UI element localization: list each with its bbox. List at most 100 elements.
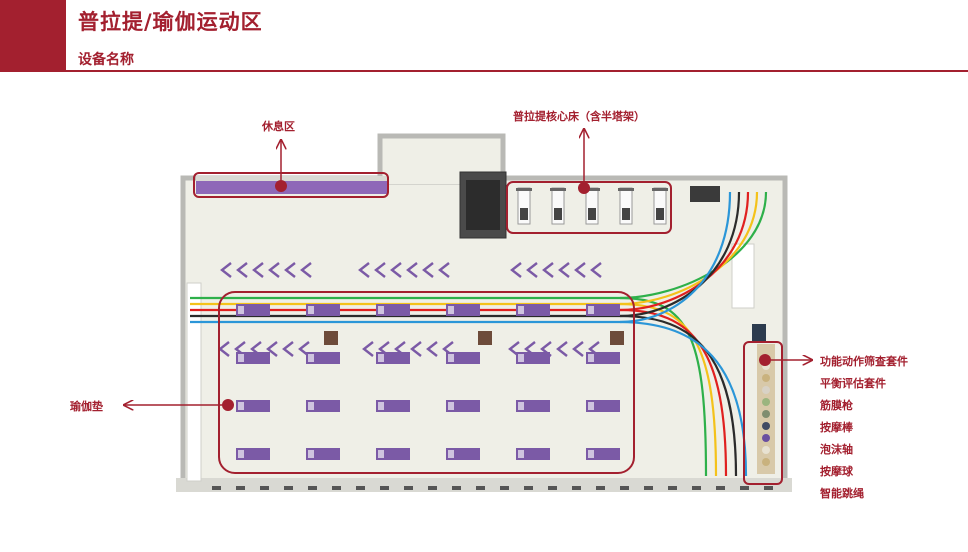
chevron <box>268 262 280 278</box>
yoga-mat <box>306 352 340 364</box>
mat-block <box>238 306 244 314</box>
wall-dash <box>452 486 461 490</box>
wall-dash <box>524 486 533 490</box>
west-bench <box>186 282 202 482</box>
rest-area-marker <box>275 180 287 192</box>
equipment-item: 泡沫轴 <box>820 443 853 456</box>
yoga-mat <box>586 400 620 412</box>
yoga-mat <box>236 448 270 460</box>
reformer-tower <box>584 188 600 191</box>
chevron <box>438 262 450 278</box>
wall-dash <box>668 486 677 490</box>
wall-dash <box>620 486 629 490</box>
wall-dash <box>644 486 653 490</box>
rack-item <box>762 458 770 466</box>
yoga-mat <box>306 448 340 460</box>
rack-item <box>762 422 770 430</box>
equipment-highlight <box>743 341 783 485</box>
reformer-tower <box>618 188 634 191</box>
chevron <box>390 262 402 278</box>
reformer-carriage <box>656 208 664 220</box>
wall-dash <box>572 486 581 490</box>
mat-block <box>308 354 314 362</box>
reformer-carriage <box>622 208 630 220</box>
rack-item <box>762 374 770 382</box>
wall-dash <box>476 486 485 490</box>
rack-item <box>762 410 770 418</box>
rest-area-highlight <box>193 172 389 198</box>
equipment-item: 功能动作筛查套件 <box>820 355 908 368</box>
south-windows <box>176 478 792 492</box>
mat-block <box>518 354 524 362</box>
yoga-mat <box>586 352 620 364</box>
reformer-tower <box>550 188 566 191</box>
chevron <box>220 262 232 278</box>
yoga-mat <box>306 400 340 412</box>
chevron <box>406 262 418 278</box>
chevron <box>362 341 374 357</box>
south-wall-dashes <box>212 486 773 490</box>
mat-block <box>378 306 384 314</box>
equipment-item: 平衡评估套件 <box>820 377 886 390</box>
equipment-rack <box>757 344 775 474</box>
yoga-mat <box>236 304 270 316</box>
mat-block <box>518 450 524 458</box>
reformer-highlight <box>506 181 672 234</box>
wall-dash <box>380 486 389 490</box>
yoga-mat <box>306 304 340 316</box>
chevron <box>556 341 568 357</box>
wall-dash <box>764 486 773 490</box>
wall-dash <box>284 486 293 490</box>
chevron <box>266 341 278 357</box>
wall-dash <box>308 486 317 490</box>
wall-dash <box>716 486 725 490</box>
pilates-reformers <box>516 187 668 225</box>
wall-dash <box>428 486 437 490</box>
yoga-mat <box>586 304 620 316</box>
mat-block <box>378 402 384 410</box>
wall-dash <box>332 486 341 490</box>
yoga-mat <box>446 352 480 364</box>
yoga-mat <box>446 304 480 316</box>
reformer-tower <box>516 188 532 191</box>
page-subtitle: 设备名称 <box>78 52 134 68</box>
rest-area-label: 休息区 <box>262 120 295 133</box>
chevron <box>558 262 570 278</box>
reformer-tower <box>652 188 668 191</box>
yoga-mat <box>516 352 550 364</box>
rack-item <box>762 398 770 406</box>
yoga-mat <box>376 304 410 316</box>
yoga-mat <box>586 448 620 460</box>
wall-dash <box>740 486 749 490</box>
chevron <box>590 262 602 278</box>
header-accent-block <box>0 0 66 72</box>
mat-block <box>308 306 314 314</box>
yoga-mat <box>516 448 550 460</box>
reformer-carriage <box>588 208 596 220</box>
wall-dash <box>356 486 365 490</box>
yoga-mat-marker <box>222 399 234 411</box>
chevron <box>526 262 538 278</box>
wall-dash <box>404 486 413 490</box>
rack-screen <box>752 324 766 342</box>
chevron <box>426 341 438 357</box>
mat-block <box>308 450 314 458</box>
side-table <box>731 243 755 309</box>
equipment-box <box>690 186 720 202</box>
yoga-mat <box>376 400 410 412</box>
rest-bench-back <box>196 176 388 181</box>
yoga-mat <box>236 400 270 412</box>
chevron <box>300 262 312 278</box>
page-title: 普拉提/瑜伽运动区 <box>78 10 263 34</box>
mat-block <box>518 306 524 314</box>
equipment-item: 智能跳绳 <box>820 487 864 500</box>
chevron <box>410 341 422 357</box>
brown-block <box>478 331 492 345</box>
yoga-mat <box>376 352 410 364</box>
rack-item <box>762 386 770 394</box>
chevron <box>374 262 386 278</box>
equipment-marker <box>759 354 771 366</box>
brown-block <box>324 331 338 345</box>
reformer-marker <box>578 182 590 194</box>
